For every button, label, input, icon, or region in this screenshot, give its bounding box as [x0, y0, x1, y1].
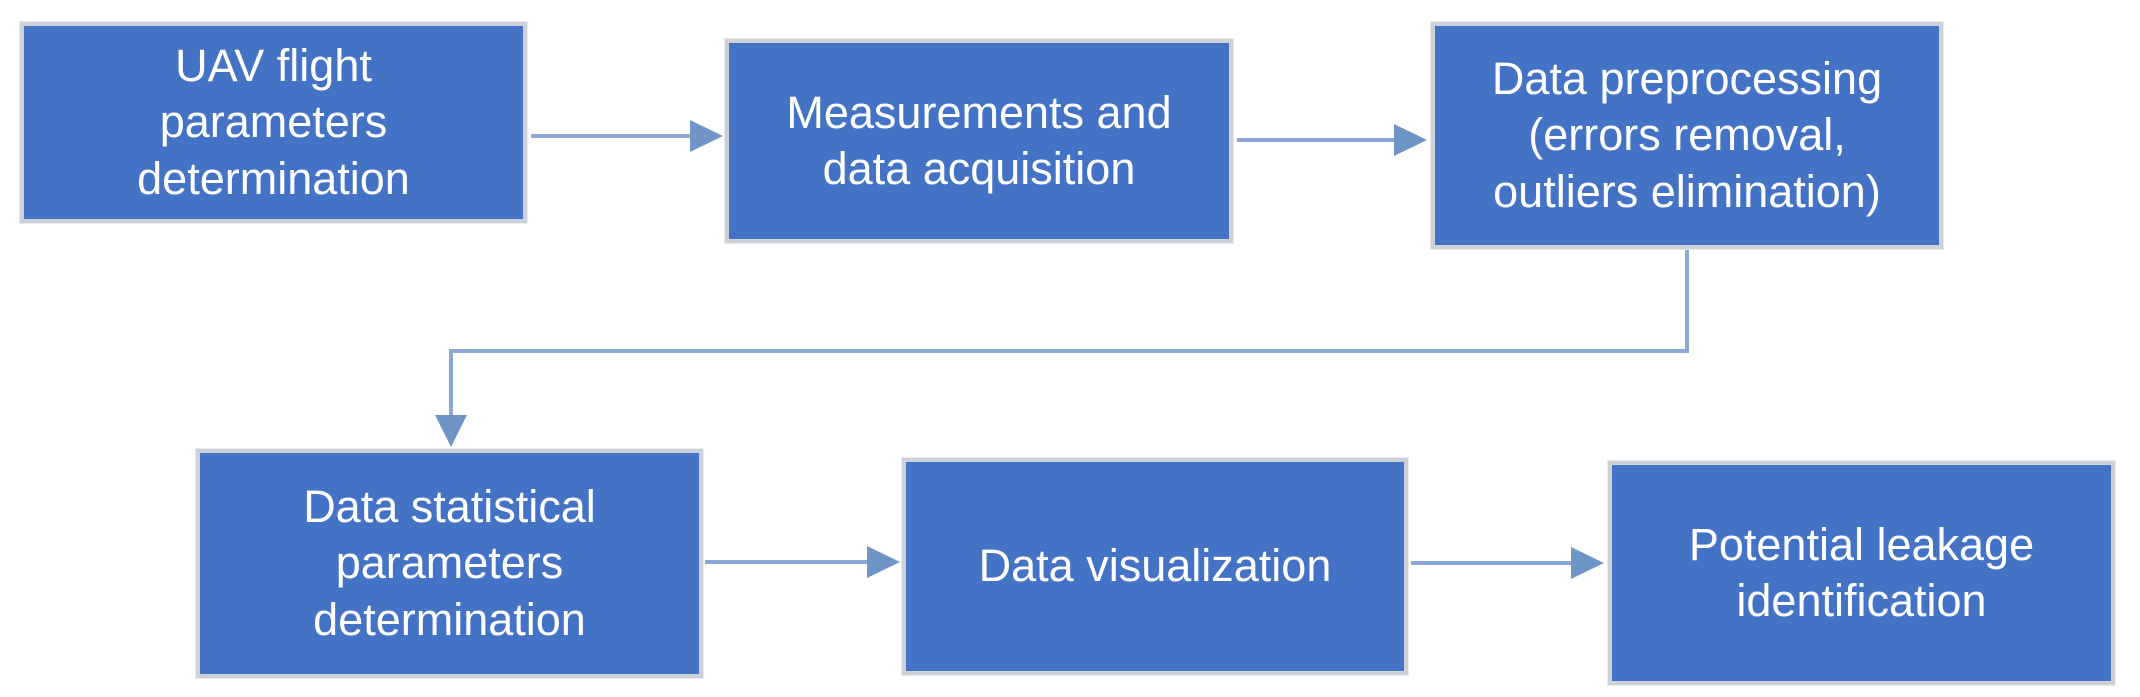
connector-4-5	[705, 546, 900, 578]
connector-line	[449, 250, 1689, 416]
node-data-visualization: Data visualization	[902, 458, 1408, 675]
connector-2-3	[1237, 124, 1427, 156]
connector-5-6	[1411, 547, 1604, 579]
arrowhead-right-icon	[867, 546, 900, 578]
node-label: Potential leakage identification	[1688, 518, 2035, 626]
arrowhead-down-icon	[435, 415, 467, 447]
node-label: UAV flight parameters determination	[137, 40, 410, 204]
node-leakage-identification: Potential leakage identification	[1608, 461, 2115, 685]
connector-3-4-elbow	[435, 250, 1689, 447]
node-label: Data statistical parameters determinatio…	[303, 481, 596, 645]
arrowhead-right-icon	[690, 120, 723, 152]
arrowhead-right-icon	[1571, 547, 1604, 579]
node-data-preprocessing: Data preprocessing (errors removal, outl…	[1431, 22, 1943, 249]
node-uav-flight-parameters: UAV flight parameters determination	[20, 22, 527, 223]
node-label: Data preprocessing (errors removal, outl…	[1491, 53, 1883, 217]
arrowhead-right-icon	[1394, 124, 1427, 156]
node-label: Measurements and data acquisition	[786, 86, 1172, 194]
node-label: Data visualization	[978, 540, 1332, 592]
node-measurements-acquisition: Measurements and data acquisition	[725, 39, 1233, 243]
connector-1-2	[531, 120, 723, 152]
node-statistical-parameters: Data statistical parameters determinatio…	[196, 449, 703, 678]
